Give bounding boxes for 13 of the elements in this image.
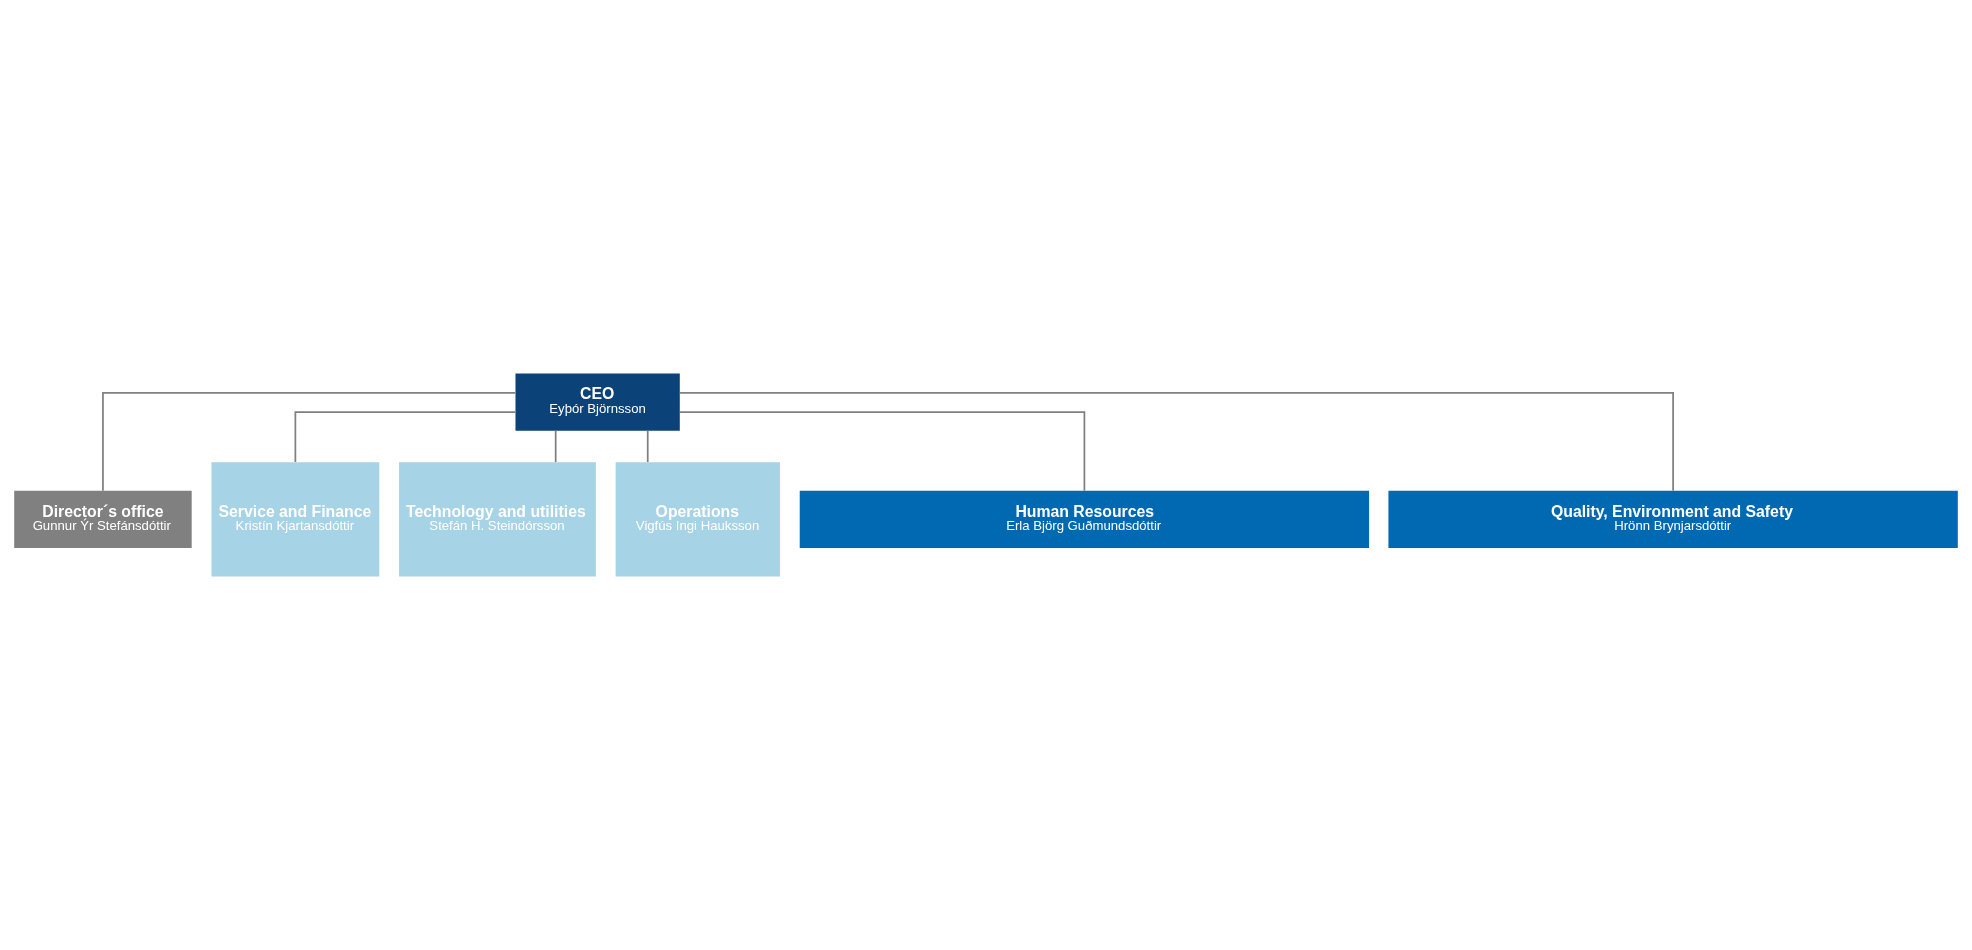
node-box: Service and Finance Kristín Kjartansdóttir <box>211 462 380 577</box>
connector <box>678 391 1674 492</box>
connector <box>646 429 649 463</box>
node-box: Director´s office Gunnur Ýr Stefánsdóttir <box>14 490 192 548</box>
node-box: Technology and utilities Stefán H. Steindórsson <box>399 462 596 577</box>
node-box: Quality, Environment and Safety Hrönn Brynjarsdóttir <box>1388 490 1958 548</box>
node-box: Operations Vigfús Ingi Hauksson <box>615 462 780 577</box>
connector <box>554 429 557 463</box>
connector <box>102 391 517 492</box>
connector <box>294 411 517 463</box>
node-box: Human Resources Erla Björg Guðmundsdóttir <box>799 490 1370 548</box>
connector <box>679 411 1086 492</box>
node-box: CEO Eyþór Björnsson <box>515 373 680 431</box>
